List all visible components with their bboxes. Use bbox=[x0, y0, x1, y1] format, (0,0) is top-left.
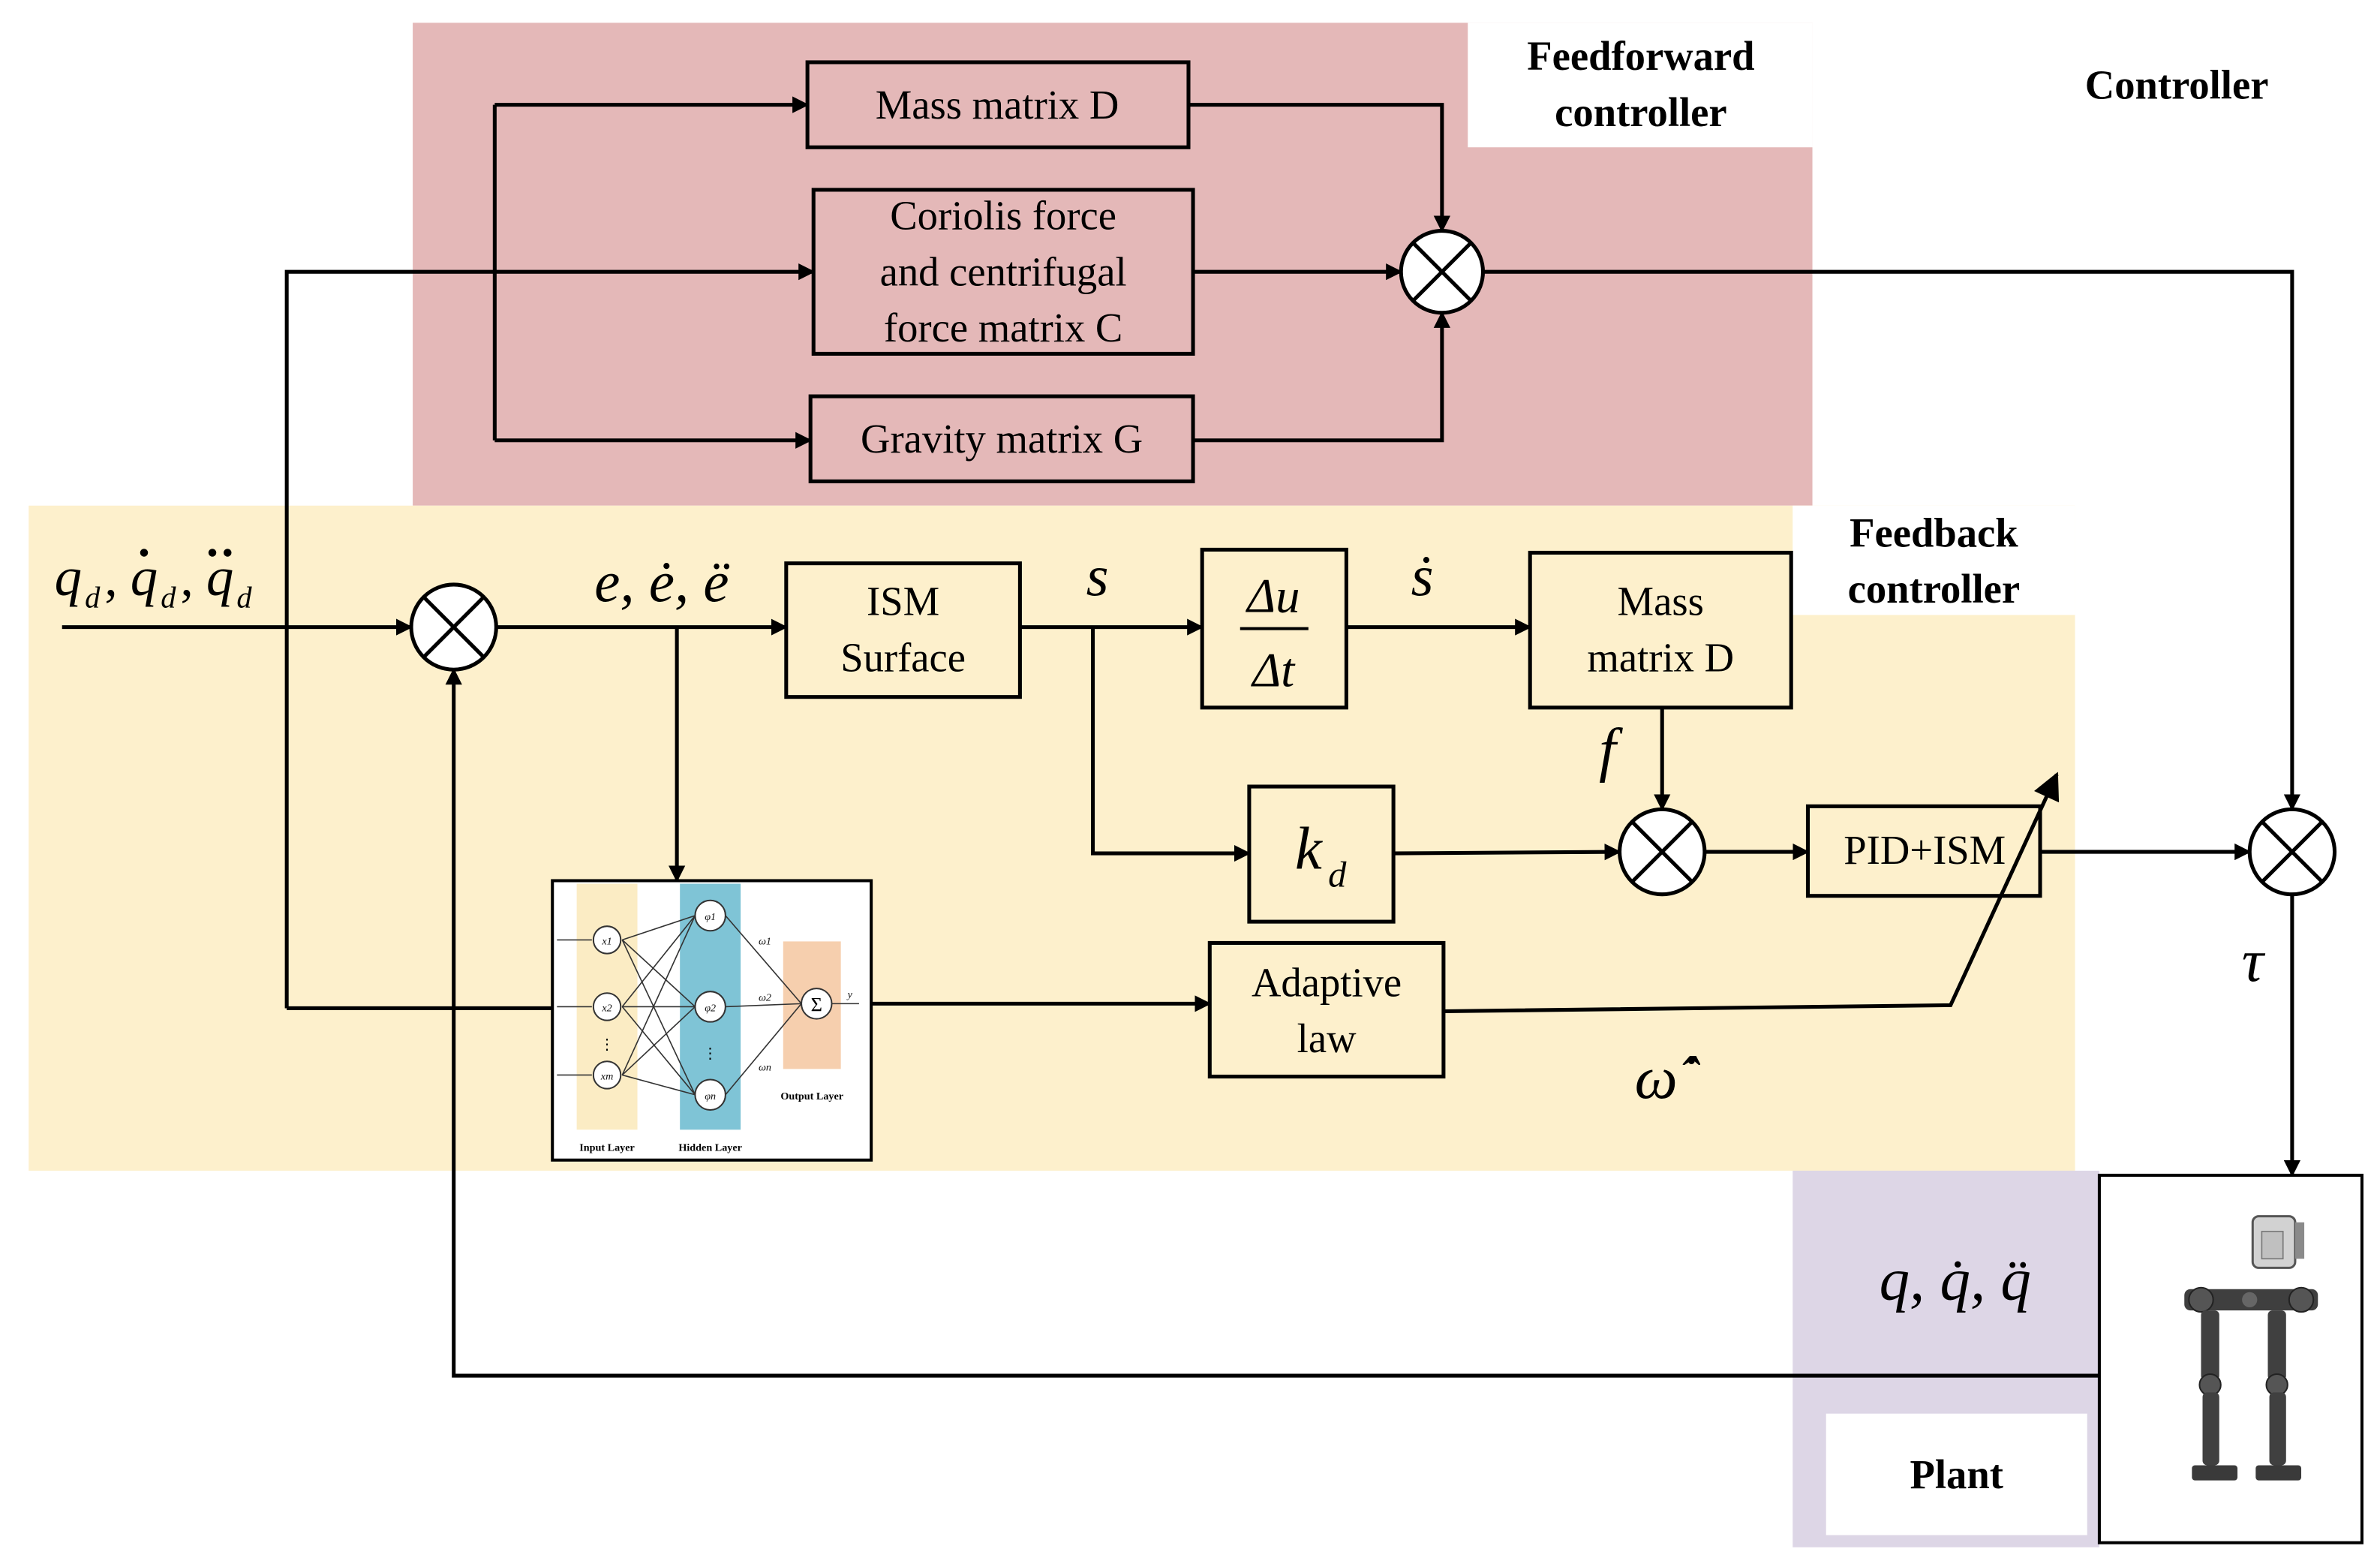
svg-text:d: d bbox=[85, 580, 101, 614]
nn-hidden-node-2 bbox=[694, 991, 726, 1023]
nn-input-label-1: x1 bbox=[601, 935, 612, 947]
s-signal-label: s bbox=[1086, 543, 1109, 608]
feedforward-sum-junction bbox=[1399, 229, 1486, 315]
nn-input-layer-label: Input Layer bbox=[579, 1142, 635, 1154]
nn-hidden-node-1 bbox=[694, 899, 726, 932]
output-sum-junction bbox=[2247, 807, 2337, 897]
rbf-neural-network: x1 x2 xm φ1 φ2 φn ω1 ω2 ωn y Σ ⋮ ⋮ Input… bbox=[551, 879, 873, 1162]
error-signal-label: e, ė, ë bbox=[594, 549, 729, 614]
nn-hidden-label-n: φn bbox=[705, 1090, 716, 1102]
nn-output-layer-label: Output Layer bbox=[780, 1090, 843, 1102]
nn-sum-symbol: Σ bbox=[811, 994, 822, 1015]
feedback-wires bbox=[62, 618, 2301, 1378]
feedback-sum-junction bbox=[1618, 807, 1707, 897]
feedback-region bbox=[29, 505, 2075, 1171]
pid-ism-text: PID+ISM bbox=[1844, 827, 2006, 873]
desired-trajectory-label: q d , q d , q d bbox=[55, 546, 253, 614]
feedback-label-box bbox=[1793, 505, 2075, 615]
nn-hidden-ellipsis: ⋮ bbox=[703, 1045, 718, 1062]
nn-output-label: y bbox=[846, 988, 853, 1000]
nn-input-node-m bbox=[592, 1060, 622, 1090]
adaptive-text-line2: law bbox=[1297, 1015, 1357, 1061]
nn-hidden-label-2: φ2 bbox=[705, 1002, 716, 1014]
svg-text:q: q bbox=[206, 546, 233, 607]
svg-text:q: q bbox=[55, 546, 82, 607]
feedback-label-line1: Feedback bbox=[1850, 510, 2018, 555]
biped-robot-icon bbox=[2184, 1215, 2318, 1481]
coriolis-text-line1: Coriolis force bbox=[890, 193, 1116, 239]
mass-fb-text-line2: matrix D bbox=[1587, 634, 1734, 680]
nn-weight-2: ω2 bbox=[759, 991, 771, 1003]
nn-input-ellipsis: ⋮ bbox=[600, 1036, 615, 1053]
controller-label: Controller bbox=[2085, 62, 2269, 108]
feedforward-label-line1: Feedforward bbox=[1527, 33, 1754, 79]
nn-input-label-m: xm bbox=[600, 1071, 614, 1083]
nn-input-label-2: x2 bbox=[601, 1002, 612, 1014]
nn-weight-n: ωn bbox=[759, 1061, 771, 1073]
plant-image-frame bbox=[2097, 1173, 2363, 1544]
kd-text: k bbox=[1295, 814, 1324, 882]
output-state-label: q, q̇, q̈ bbox=[1880, 1246, 2031, 1313]
plant-label-box bbox=[1826, 1413, 2087, 1535]
nn-input-node-1 bbox=[592, 925, 622, 955]
mass-matrix-ff-text: Mass matrix D bbox=[876, 82, 1119, 128]
ism-text-line2: Surface bbox=[840, 634, 966, 680]
nn-hidden-label-1: φ1 bbox=[705, 911, 716, 923]
nn-hidden-layer-label: Hidden Layer bbox=[678, 1142, 742, 1154]
coriolis-text-line3: force matrix C bbox=[884, 305, 1122, 350]
svg-text:d: d bbox=[236, 580, 252, 614]
svg-text:,: , bbox=[181, 549, 194, 606]
feedforward-label-box bbox=[1468, 23, 1813, 148]
tau-signal-label: τ bbox=[2242, 927, 2266, 994]
feedforward-wires bbox=[284, 96, 2301, 1009]
nn-weight-1: ω1 bbox=[759, 935, 771, 947]
nn-sum-node bbox=[801, 988, 833, 1020]
svg-text:,: , bbox=[104, 549, 117, 606]
nn-input-node-2 bbox=[592, 992, 622, 1021]
kd-subscript: d bbox=[1328, 855, 1347, 895]
svg-text:d: d bbox=[161, 580, 176, 614]
error-sum-junction bbox=[409, 582, 498, 672]
nn-hidden-node-n bbox=[694, 1078, 726, 1111]
feedforward-label-line2: controller bbox=[1555, 89, 1726, 135]
gravity-text: Gravity matrix G bbox=[861, 416, 1143, 462]
delta-denominator: Δt bbox=[1250, 644, 1296, 698]
delta-numerator: Δu bbox=[1245, 569, 1300, 623]
coriolis-text-line2: and centrifugal bbox=[880, 248, 1127, 294]
s-dot-signal-label: ṡ bbox=[1411, 543, 1434, 608]
mass-fb-text-line1: Mass bbox=[1618, 578, 1704, 624]
ism-text-line1: ISM bbox=[867, 578, 939, 624]
adaptive-text-line1: Adaptive bbox=[1252, 959, 1402, 1005]
plant-label: Plant bbox=[1910, 1451, 2003, 1497]
feedback-label-line2: controller bbox=[1848, 566, 2020, 612]
